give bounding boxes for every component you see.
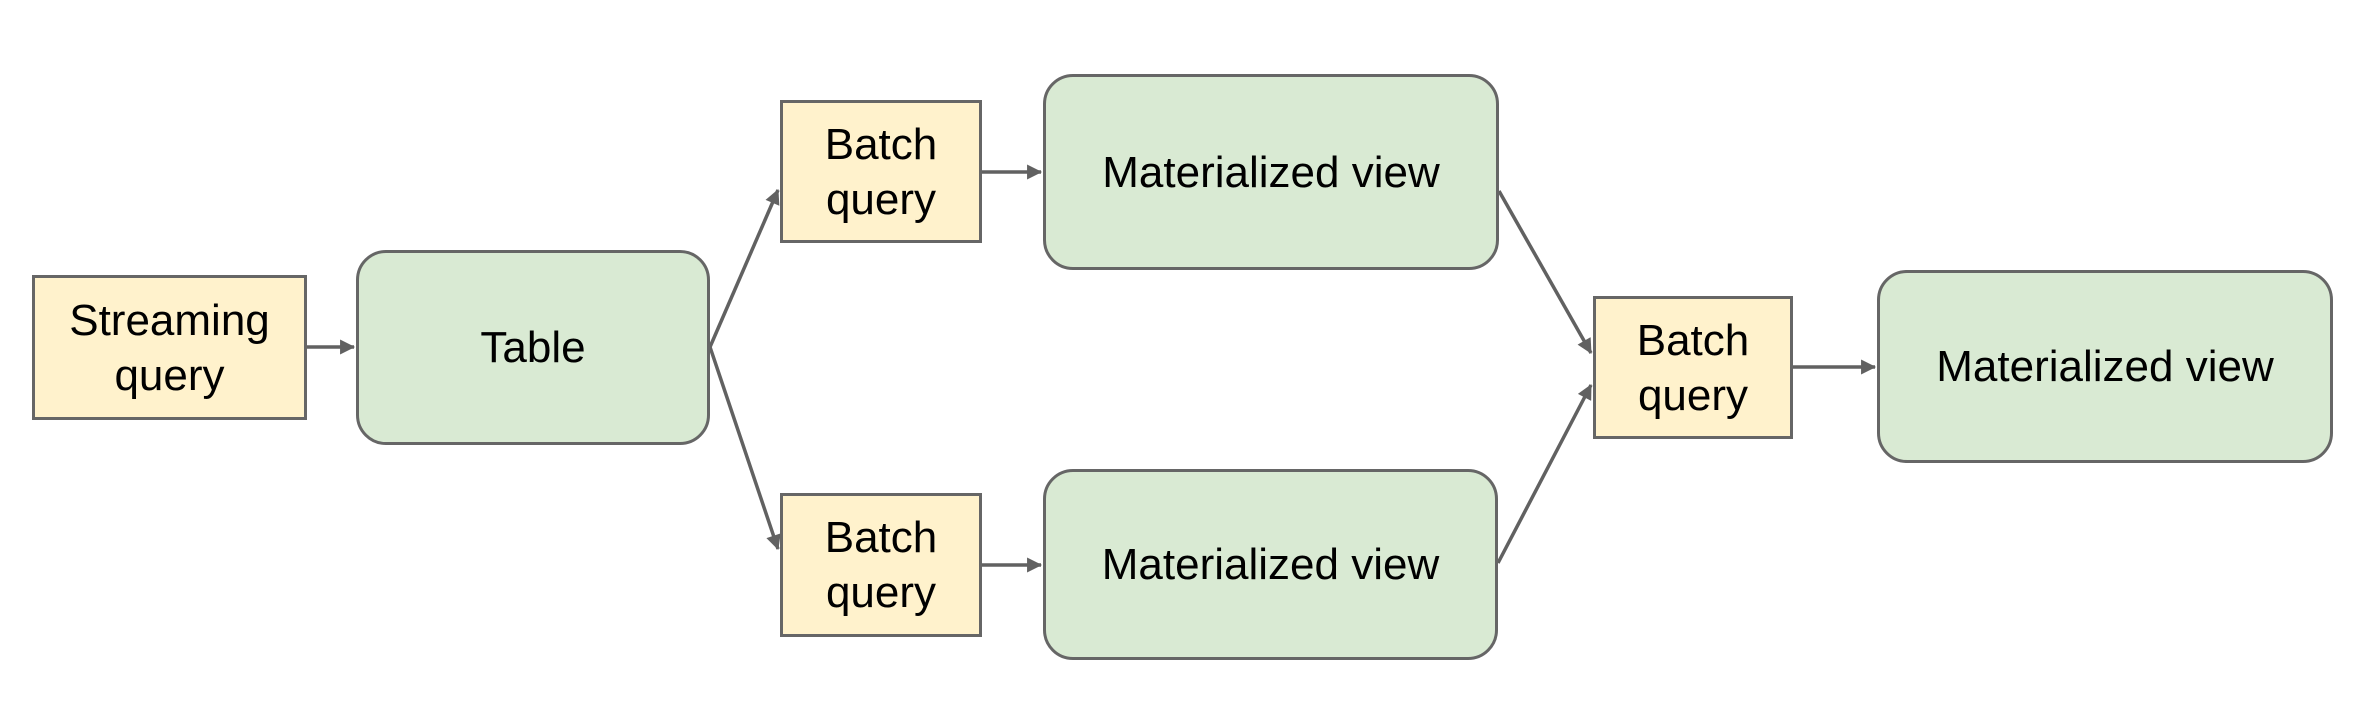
node-materialized-view-bottom: Materialized view [1043, 469, 1498, 660]
node-materialized-view-top: Materialized view [1043, 74, 1499, 270]
node-label: Materialized view [1936, 342, 2274, 391]
edge-materialized-view-bottom-to-batch-query-right [1496, 384, 1593, 564]
node-streaming-query: Streaming query [32, 275, 307, 420]
node-label: Materialized view [1101, 540, 1440, 589]
edge-materialized-view-top-to-batch-query-right [1497, 190, 1593, 354]
node-label: Materialized view [1102, 147, 1440, 197]
node-batch-query-right: Batch query [1593, 296, 1793, 439]
node-label: Table [480, 323, 586, 372]
edge-table-to-batch-query-top [708, 189, 780, 348]
node-batch-query-top: Batch query [780, 100, 982, 243]
node-label: Batch query [824, 119, 938, 224]
node-batch-query-bottom: Batch query [780, 493, 982, 637]
node-label: Streaming query [69, 295, 270, 400]
node-label: Batch query [824, 513, 938, 617]
node-table: Table [356, 250, 710, 445]
edge-table-to-batch-query-bottom [708, 346, 781, 550]
node-materialized-view-right: Materialized view [1877, 270, 2333, 463]
node-label: Batch query [1636, 315, 1750, 420]
